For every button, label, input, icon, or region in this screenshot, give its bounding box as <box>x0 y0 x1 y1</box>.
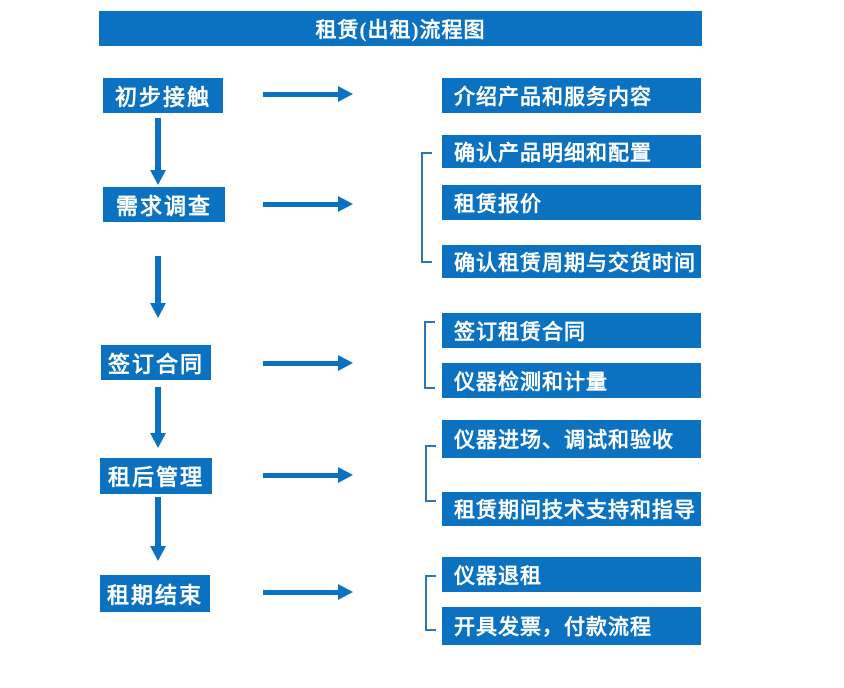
down-arrow-2 <box>150 256 166 318</box>
down-arrow-shaft <box>155 387 161 435</box>
right-arrow-shaft <box>263 91 340 97</box>
right-arrow-head <box>338 196 353 212</box>
detail-box-confirm-product-spec: 确认产品明细和配置 <box>442 135 701 168</box>
detail-box-instrument-testing: 仪器检测和计量 <box>442 363 701 398</box>
right-arrow-1 <box>263 86 353 102</box>
step-box-post-rental-mgmt: 租后管理 <box>100 458 212 494</box>
step-box-sign-contract: 签订合同 <box>101 345 211 380</box>
right-arrow-4 <box>263 467 353 483</box>
group-bracket-sign-contract <box>424 321 435 389</box>
right-arrow-2 <box>263 196 353 212</box>
flowchart-title: 租赁(出租)流程图 <box>99 11 702 46</box>
right-arrow-head <box>338 467 353 483</box>
down-arrow-head <box>150 546 166 561</box>
right-arrow-5 <box>263 584 353 600</box>
right-arrow-shaft <box>263 201 340 207</box>
down-arrow-shaft <box>155 256 161 305</box>
detail-box-confirm-period-delivery: 确认租赁周期与交货时间 <box>442 245 701 278</box>
right-arrow-shaft <box>263 360 340 366</box>
group-bracket-demand-survey <box>421 152 432 263</box>
down-arrow-shaft <box>155 118 161 172</box>
group-bracket-post-rental-mgmt <box>425 445 436 502</box>
detail-box-sign-rental-contract: 签订租赁合同 <box>442 313 701 348</box>
detail-box-instrument-return: 仪器退租 <box>442 557 701 592</box>
detail-box-tech-support: 租赁期间技术支持和指导 <box>442 492 701 526</box>
right-arrow-head <box>338 86 353 102</box>
down-arrow-4 <box>150 497 166 561</box>
down-arrow-1 <box>150 118 166 185</box>
down-arrow-head <box>150 303 166 318</box>
detail-box-invoice-payment: 开具发票，付款流程 <box>442 607 701 645</box>
down-arrow-3 <box>150 387 166 448</box>
right-arrow-3 <box>263 355 353 371</box>
right-arrow-shaft <box>263 589 340 595</box>
down-arrow-head <box>150 433 166 448</box>
step-box-demand-survey: 需求调查 <box>103 187 225 222</box>
detail-box-instrument-setup: 仪器进场、调试和验收 <box>442 420 701 458</box>
step-box-initial-contact: 初步接触 <box>103 78 223 113</box>
detail-box-rental-quote: 租赁报价 <box>442 185 701 220</box>
detail-box-introduce-products: 介绍产品和服务内容 <box>442 78 701 113</box>
right-arrow-shaft <box>263 472 340 478</box>
step-box-lease-end: 租期结束 <box>100 575 210 612</box>
down-arrow-shaft <box>155 497 161 548</box>
down-arrow-head <box>150 170 166 185</box>
right-arrow-head <box>338 355 353 371</box>
group-bracket-lease-end <box>425 575 436 631</box>
right-arrow-head <box>338 584 353 600</box>
